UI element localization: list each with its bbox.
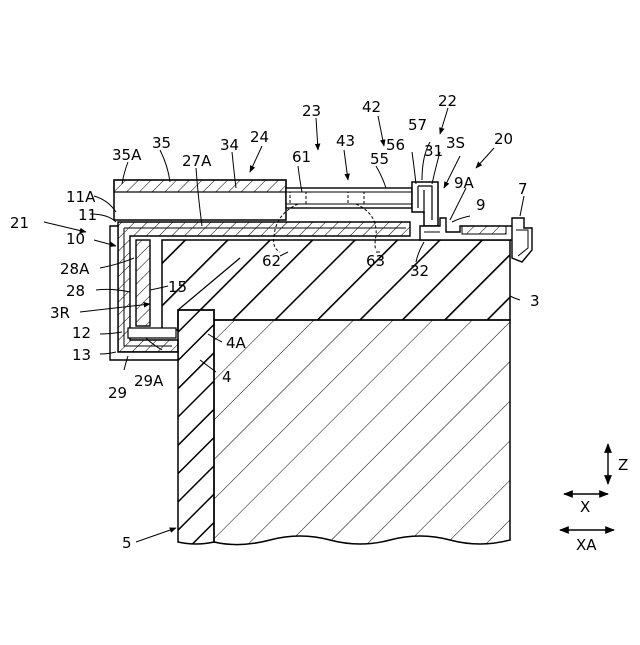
label-15: 15	[168, 278, 187, 296]
label-62: 62	[262, 252, 281, 270]
label-4: 4	[222, 368, 232, 386]
label-7: 7	[518, 180, 528, 198]
label-24: 24	[250, 128, 269, 146]
label-13: 13	[72, 346, 91, 364]
label-22: 22	[438, 92, 457, 110]
label-23: 23	[302, 102, 321, 120]
axis-x: X	[564, 494, 608, 516]
label-61: 61	[292, 148, 311, 166]
label-3R: 3R	[50, 304, 70, 322]
label-11A: 11A	[66, 188, 96, 206]
bracket-29	[128, 328, 176, 338]
axis-x-label: X	[580, 498, 590, 516]
label-55: 55	[370, 150, 389, 168]
label-29: 29	[108, 384, 127, 402]
label-10: 10	[66, 230, 85, 248]
axis-xa-label: XA	[576, 536, 597, 554]
connector-56	[412, 182, 438, 226]
label-43: 43	[336, 132, 355, 150]
label-35A: 35A	[112, 146, 142, 164]
label-11: 11	[78, 206, 97, 224]
label-3S: 3S	[446, 134, 465, 152]
panel-15	[136, 240, 150, 326]
label-27A: 27A	[182, 152, 212, 170]
label-9: 9	[476, 196, 486, 214]
label-32: 32	[410, 262, 429, 280]
wall-5	[178, 310, 214, 544]
label-28: 28	[66, 282, 85, 300]
label-12: 12	[72, 324, 91, 342]
label-57: 57	[408, 116, 427, 134]
label-5: 5	[122, 534, 132, 552]
axis-z: Z	[608, 444, 628, 484]
label-28A: 28A	[60, 260, 90, 278]
label-20: 20	[494, 130, 513, 148]
label-34: 34	[220, 136, 239, 154]
label-9A: 9A	[454, 174, 475, 192]
label-4A: 4A	[226, 334, 247, 352]
axis-xa: XA	[560, 530, 614, 554]
label-29A: 29A	[134, 372, 164, 390]
label-31: 31	[424, 142, 443, 160]
label-63: 63	[366, 252, 385, 270]
body-3-upper	[162, 240, 510, 330]
axis-z-label: Z	[618, 456, 628, 474]
label-35: 35	[152, 134, 171, 152]
label-3: 3	[530, 292, 540, 310]
label-21: 21	[10, 214, 29, 232]
label-42: 42	[362, 98, 381, 116]
body-3-lower	[214, 320, 510, 545]
fitting-7	[512, 218, 532, 262]
